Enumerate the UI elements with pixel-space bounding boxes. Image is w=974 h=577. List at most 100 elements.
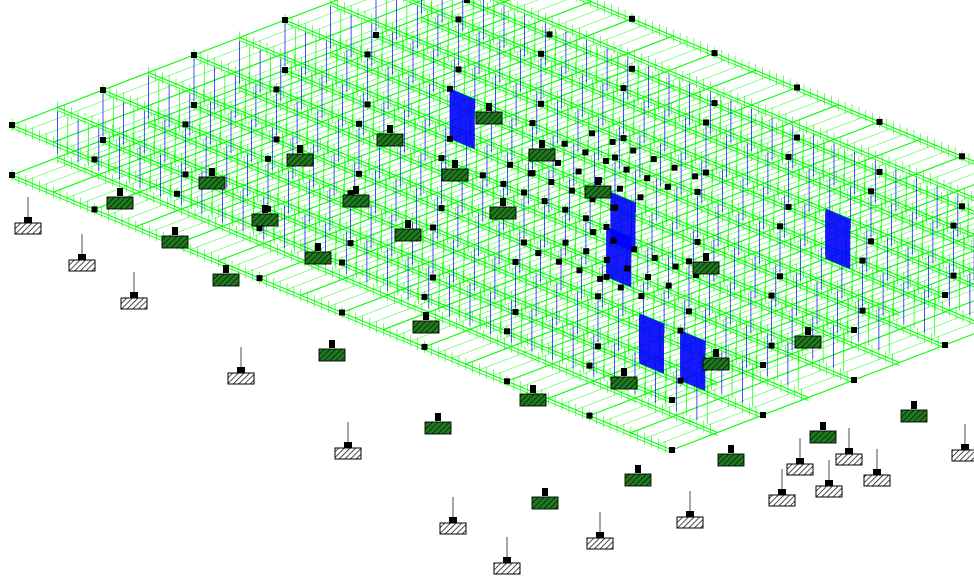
square-node-icon[interactable] [174, 190, 180, 197]
square-node-icon[interactable] [430, 224, 436, 231]
square-node-icon[interactable] [438, 155, 445, 162]
square-node-icon[interactable] [347, 240, 354, 247]
square-node-icon[interactable] [91, 156, 98, 163]
square-node-icon[interactable] [794, 84, 800, 91]
square-node-icon[interactable] [512, 258, 519, 265]
square-node-icon[interactable] [686, 308, 692, 315]
square-node-icon[interactable] [630, 147, 637, 154]
square-node-icon[interactable] [561, 140, 568, 147]
square-node-icon[interactable] [582, 215, 589, 222]
square-node-icon[interactable] [694, 238, 701, 245]
square-node-icon[interactable] [760, 412, 766, 418]
square-node-icon[interactable] [950, 222, 957, 229]
square-node-icon[interactable] [664, 183, 671, 190]
square-node-icon[interactable] [693, 272, 699, 279]
square-node-icon[interactable] [785, 203, 792, 210]
square-node-icon[interactable] [950, 272, 957, 279]
hatched-footing-icon[interactable] [835, 453, 863, 466]
square-node-icon[interactable] [677, 377, 684, 384]
square-node-icon[interactable] [576, 267, 583, 274]
square-node-icon[interactable] [876, 168, 883, 175]
hatched-footing-icon[interactable] [334, 447, 362, 460]
square-node-icon[interactable] [562, 206, 569, 213]
square-node-icon[interactable] [529, 120, 536, 127]
square-node-icon[interactable] [347, 190, 354, 197]
square-node-icon[interactable] [651, 254, 658, 261]
square-node-icon[interactable] [959, 203, 965, 210]
square-node-icon[interactable] [859, 257, 866, 264]
square-node-icon[interactable] [665, 282, 672, 289]
square-node-icon[interactable] [589, 130, 595, 137]
hatched-footing-icon[interactable] [586, 537, 614, 550]
square-node-icon[interactable] [610, 204, 617, 211]
square-node-icon[interactable] [562, 239, 569, 246]
square-node-icon[interactable] [575, 168, 582, 175]
square-node-icon[interactable] [356, 120, 362, 127]
square-node-icon[interactable] [589, 229, 596, 236]
square-node-icon[interactable] [942, 342, 948, 348]
hatched-footing-icon[interactable] [227, 372, 255, 385]
hatched-footing-icon[interactable] [68, 259, 96, 272]
square-node-icon[interactable] [677, 327, 684, 334]
square-node-icon[interactable] [100, 137, 106, 143]
square-node-icon[interactable] [777, 223, 783, 230]
square-node-icon[interactable] [785, 153, 792, 160]
square-node-icon[interactable] [182, 121, 189, 128]
square-node-icon[interactable] [609, 138, 616, 145]
square-node-icon[interactable] [583, 248, 590, 255]
square-node-icon[interactable] [500, 180, 507, 187]
square-node-icon[interactable] [256, 275, 263, 282]
square-node-icon[interactable] [582, 149, 589, 156]
hatched-footing-icon[interactable] [815, 485, 843, 498]
square-node-icon[interactable] [438, 205, 445, 212]
square-node-icon[interactable] [548, 179, 555, 185]
square-node-icon[interactable] [586, 362, 593, 369]
square-node-icon[interactable] [703, 119, 709, 126]
square-node-icon[interactable] [876, 118, 883, 125]
square-node-icon[interactable] [868, 188, 874, 195]
square-node-icon[interactable] [364, 101, 371, 108]
square-node-icon[interactable] [610, 237, 617, 244]
square-node-icon[interactable] [339, 259, 345, 266]
square-node-icon[interactable] [859, 307, 866, 314]
square-node-icon[interactable] [191, 102, 197, 108]
square-node-icon[interactable] [942, 292, 948, 298]
square-node-icon[interactable] [851, 377, 857, 383]
square-node-icon[interactable] [504, 378, 510, 385]
square-node-icon[interactable] [868, 238, 874, 245]
square-node-icon[interactable] [9, 172, 15, 178]
square-node-icon[interactable] [703, 169, 709, 176]
square-node-icon[interactable] [602, 158, 609, 164]
square-node-icon[interactable] [265, 155, 271, 162]
square-node-icon[interactable] [504, 328, 510, 335]
square-node-icon[interactable] [669, 447, 675, 453]
square-node-icon[interactable] [521, 239, 527, 246]
square-node-icon[interactable] [282, 67, 288, 73]
square-node-icon[interactable] [447, 85, 453, 92]
square-node-icon[interactable] [629, 15, 635, 22]
square-node-icon[interactable] [447, 135, 453, 142]
hatched-footing-icon[interactable] [951, 449, 974, 462]
square-node-icon[interactable] [555, 258, 562, 265]
square-node-icon[interactable] [645, 274, 651, 280]
square-node-icon[interactable] [538, 50, 544, 57]
square-node-icon[interactable] [421, 343, 428, 350]
hatched-footing-icon[interactable] [676, 516, 704, 529]
square-node-icon[interactable] [959, 153, 965, 160]
square-node-icon[interactable] [100, 87, 106, 93]
hatched-footing-icon[interactable] [768, 494, 796, 507]
square-node-icon[interactable] [620, 85, 627, 92]
square-node-icon[interactable] [546, 31, 553, 38]
square-node-icon[interactable] [521, 189, 527, 196]
square-node-icon[interactable] [430, 274, 436, 281]
square-node-icon[interactable] [777, 273, 783, 280]
square-node-icon[interactable] [638, 293, 645, 300]
square-node-icon[interactable] [586, 412, 593, 419]
square-node-icon[interactable] [760, 362, 766, 368]
square-node-icon[interactable] [512, 308, 519, 315]
square-node-icon[interactable] [421, 293, 428, 300]
square-node-icon[interactable] [711, 50, 718, 57]
hatched-footing-icon[interactable] [439, 522, 467, 535]
